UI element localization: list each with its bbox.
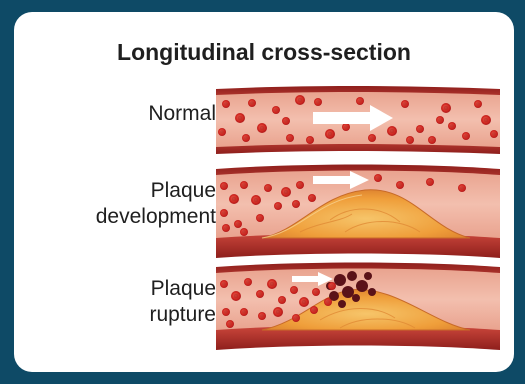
blood-cell-center — [236, 222, 240, 226]
blood-cell-center — [398, 183, 402, 187]
clot-cell — [364, 272, 372, 280]
blood-cell-center — [288, 136, 292, 140]
blood-cell-center — [326, 300, 330, 304]
blood-cell-center — [242, 310, 246, 314]
blood-cell-center — [224, 102, 228, 106]
blood-cell-center — [274, 108, 278, 112]
blood-cell-center — [224, 226, 228, 230]
blood-cell-center — [294, 202, 298, 206]
blood-cell-center — [220, 130, 224, 134]
clot-cell — [334, 274, 346, 286]
blood-cell-center — [302, 300, 307, 305]
blood-cell-center — [228, 322, 232, 326]
blood-cell-center — [328, 132, 333, 137]
clot-cell — [356, 280, 368, 292]
blood-cell-center — [254, 198, 259, 203]
clot-cell — [338, 300, 346, 308]
blood-cell-center — [492, 132, 496, 136]
blood-cell-center — [222, 184, 226, 188]
blood-cell-center — [246, 280, 250, 284]
blood-cell-center — [464, 134, 468, 138]
blood-cell-center — [358, 99, 362, 103]
label-normal-text: Normal — [60, 101, 216, 127]
blood-cell-center — [408, 138, 412, 142]
blood-cell-center — [292, 288, 296, 292]
blood-cell-center — [438, 118, 442, 122]
clot-cell — [352, 294, 360, 302]
blood-cell-center — [390, 129, 395, 134]
blood-cell-center — [308, 138, 312, 142]
blood-cell-center — [280, 298, 284, 302]
blood-cell-center — [284, 190, 289, 195]
blood-cell-center — [314, 290, 318, 294]
label-plaque-rupture: Plaque rupture — [30, 276, 216, 328]
blood-cell-center — [418, 127, 422, 131]
blood-cell-center — [276, 310, 281, 315]
blood-cell-center — [258, 292, 262, 296]
blood-cell-center — [316, 100, 320, 104]
blood-cell-center — [222, 211, 226, 215]
label-plaque-development-line1: Plaque — [30, 178, 216, 204]
clot-cell — [342, 286, 354, 298]
blood-cell-center — [298, 183, 302, 187]
blood-cell-center — [450, 124, 454, 128]
blood-cell-center — [294, 316, 298, 320]
label-normal: Normal — [60, 101, 216, 127]
plaque-rupture-vessel — [216, 263, 500, 351]
blood-cell-center — [224, 310, 228, 314]
blood-cell-center — [428, 180, 432, 184]
label-plaque-rupture-line2: rupture — [30, 302, 216, 328]
blood-cell-center — [460, 186, 464, 190]
blood-cell-center — [484, 118, 489, 123]
clot-cell — [368, 288, 376, 296]
blood-cell-center — [276, 204, 280, 208]
blood-cell-center — [344, 125, 348, 129]
blood-cell-center — [476, 102, 480, 106]
label-plaque-development-line2: development — [30, 204, 216, 230]
blood-cell-center — [258, 216, 262, 220]
label-plaque-development: Plaque development — [30, 178, 216, 230]
blood-cell-center — [232, 197, 237, 202]
blood-cell-center — [312, 308, 316, 312]
blood-cell-center — [222, 282, 226, 286]
blood-cell-center — [270, 282, 275, 287]
blood-cell-center — [260, 126, 265, 131]
blood-cell-center — [403, 102, 407, 106]
blood-cell-center — [266, 186, 270, 190]
blood-cell-center — [330, 284, 334, 288]
blood-cell-center — [430, 138, 434, 142]
normal-vessel — [216, 86, 500, 154]
blood-cell-center — [260, 314, 264, 318]
blood-cell-center — [298, 98, 303, 103]
blood-cell-center — [444, 106, 449, 111]
blood-cell-center — [284, 119, 288, 123]
blood-cell-center — [234, 294, 239, 299]
plaque-development-vessel — [216, 165, 500, 259]
blood-cell-center — [310, 196, 314, 200]
label-plaque-rupture-line1: Plaque — [30, 276, 216, 302]
blood-cell-center — [242, 230, 246, 234]
blood-cell-center — [250, 101, 254, 105]
blood-cell-center — [238, 116, 243, 121]
blood-cell-center — [370, 136, 374, 140]
blood-cell-center — [376, 176, 380, 180]
blood-cell-center — [242, 183, 246, 187]
clot-cell — [347, 271, 357, 281]
blood-cell-center — [244, 136, 248, 140]
